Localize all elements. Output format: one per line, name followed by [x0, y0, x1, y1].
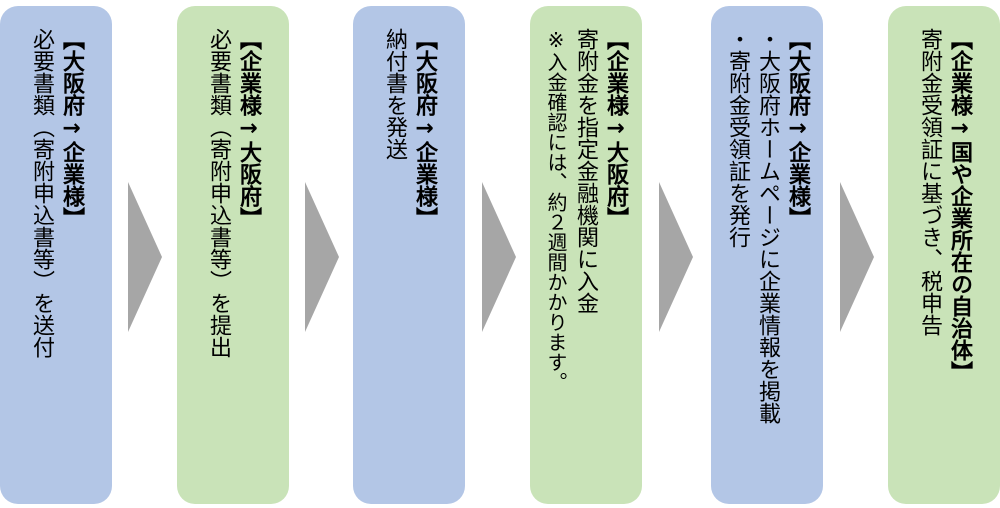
step-3-line-1: 納付書を発送	[382, 28, 407, 160]
step-2-heading: 【企業様→大阪府】	[236, 28, 261, 229]
step-6-line-1: 寄附金受領証に基づき、税申告	[917, 28, 942, 336]
step-2-line-1: 必要書類（寄附申込書等）を提出	[206, 28, 231, 358]
step-6-heading: 【企業様→国や企業所在の自治体】	[947, 28, 972, 383]
step-6-text: 【企業様→国や企業所在の自治体】 寄附金受領証に基づき、税申告	[914, 28, 974, 482]
step-2-text: 【企業様→大阪府】 必要書類（寄附申込書等）を提出	[203, 28, 263, 482]
step-1-heading: 【大阪府→企業様】	[59, 28, 84, 229]
step-5-heading: 【大阪府→企業様】	[785, 28, 810, 229]
flow-arrow-2	[305, 182, 339, 332]
step-5-line-2: ・寄附金受領証を発行	[725, 28, 750, 248]
flow-arrow-5	[840, 182, 874, 332]
step-3-text: 【大阪府→企業様】 納付書を発送	[379, 28, 439, 482]
step-4-line-1: 寄附金を指定金融機関に入金	[573, 28, 598, 314]
step-1-line-1: 必要書類（寄附申込書等）を送付	[29, 28, 54, 358]
step-1-text: 【大阪府→企業様】 必要書類（寄附申込書等）を送付	[26, 28, 86, 482]
step-3-box: 【大阪府→企業様】 納付書を発送	[353, 6, 465, 504]
step-3-heading: 【大阪府→企業様】	[412, 28, 437, 229]
step-4-text: 【企業様→大阪府】 寄附金を指定金融機関に入金 ※入金確認には、約２週間かかりま…	[542, 28, 630, 482]
flow-arrow-4	[659, 182, 693, 332]
step-4-box: 【企業様→大阪府】 寄附金を指定金融機関に入金 ※入金確認には、約２週間かかりま…	[530, 6, 642, 504]
step-4-heading: 【企業様→大阪府】	[603, 28, 628, 229]
step-5-box: 【大阪府→企業様】 ・大阪府ホームページに企業情報を掲載 ・寄附金受領証を発行	[711, 6, 823, 504]
step-2-box: 【企業様→大阪府】 必要書類（寄附申込書等）を提出	[177, 6, 289, 504]
flow-arrow-1	[128, 182, 162, 332]
step-4-note: ※入金確認には、約２週間かかります。	[544, 28, 568, 392]
step-1-box: 【大阪府→企業様】 必要書類（寄附申込書等）を送付	[0, 6, 112, 504]
step-6-box: 【企業様→国や企業所在の自治体】 寄附金受領証に基づき、税申告	[888, 6, 1000, 504]
flow-arrow-3	[482, 182, 516, 332]
step-5-line-1: ・大阪府ホームページに企業情報を掲載	[755, 28, 780, 424]
step-5-text: 【大阪府→企業様】 ・大阪府ホームページに企業情報を掲載 ・寄附金受領証を発行	[722, 28, 812, 482]
